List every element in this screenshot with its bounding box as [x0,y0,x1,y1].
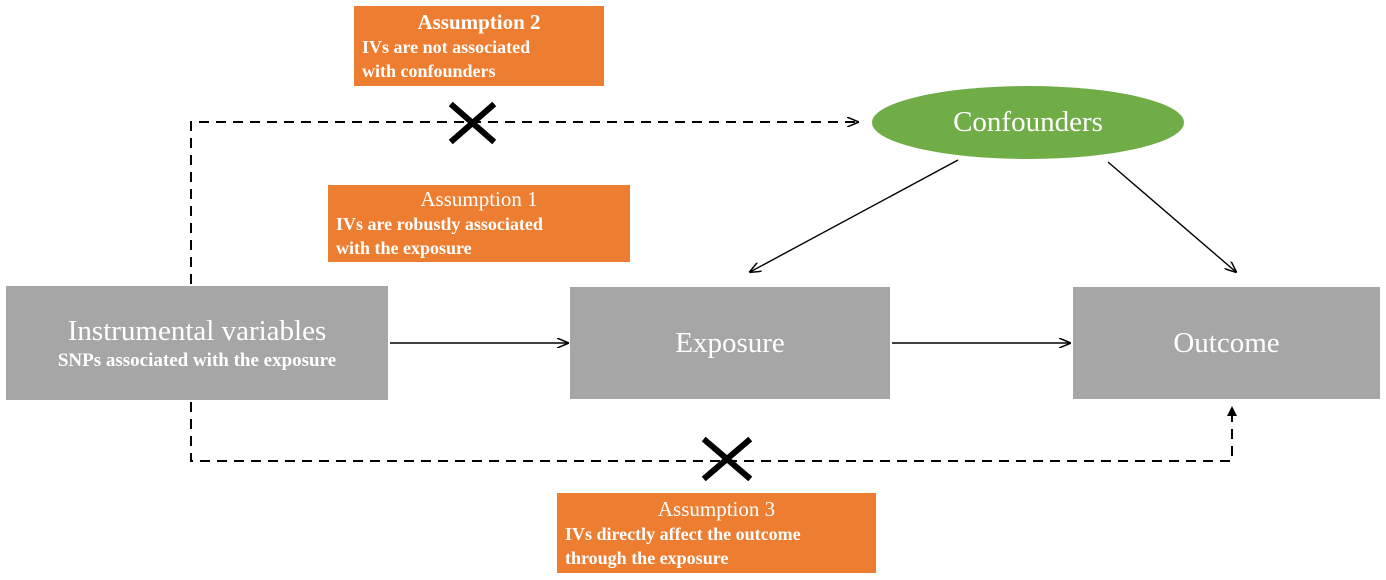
cross-mark-icon [701,436,753,482]
dashed-path-iv-to-outcome [190,402,1237,462]
assumption-2-box: Assumption 2 IVs are not associated with… [354,6,604,86]
instrumental-variables-title: Instrumental variables [67,314,327,347]
assumption-1-line-1: IVs are robustly associated [336,214,543,234]
assumption-2-title: Assumption 2 [417,9,541,34]
assumption-1-title: Assumption 1 [420,187,538,211]
assumption-1-box: Assumption 1 IVs are robustly associated… [328,185,630,262]
exposure-label: Exposure [675,326,785,359]
assumption-2-line-1: IVs are not associated [362,36,531,57]
confounders-label: Confounders [953,106,1103,138]
cross-mark-icon [448,101,497,145]
arrow-confounders-to-exposure [750,159,959,272]
assumption-2-line-2: with confounders [362,60,496,81]
outcome-label: Outcome [1173,326,1280,359]
outcome-box: Outcome [1073,287,1380,399]
assumption-3-line-1: IVs directly affect the outcome [565,523,801,544]
instrumental-variables-subtitle: SNPs associated with the exposure [57,349,337,371]
confounders-ellipse: Confounders [872,86,1184,159]
assumption-3-box: Assumption 3 IVs directly affect the out… [557,493,876,573]
arrow-confounders-to-outcome [1107,161,1236,272]
exposure-box: Exposure [570,287,890,399]
assumption-3-title: Assumption 3 [657,496,776,521]
dashed-path-iv-to-confounders [190,122,858,284]
instrumental-variables-box: Instrumental variables SNPs associated w… [6,286,388,400]
assumption-1-line-2: with the exposure [336,238,472,258]
assumption-3-line-2: through the exposure [565,547,729,568]
